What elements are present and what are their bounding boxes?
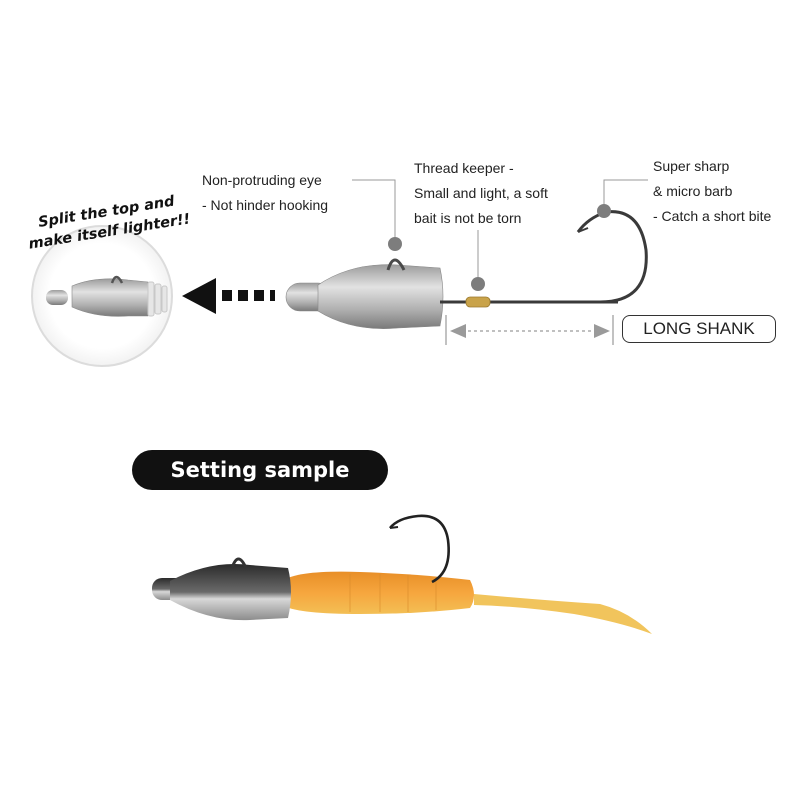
long-shank-dimension [445, 315, 614, 345]
jighead-icon [285, 210, 648, 329]
split-lead-icon [46, 275, 168, 317]
non-protruding-eye-label: Non-protruding eye - Not hinder hooking [202, 172, 329, 213]
dashed-left-arrow-icon [182, 278, 275, 314]
callout-lines [352, 179, 648, 283]
callout-dot-icon [388, 204, 611, 291]
micro-barb-label: Super sharp & micro barb - Catch a short… [653, 158, 772, 224]
setting-sample-badge: Setting sample [132, 450, 388, 490]
thread-keeper-icon [465, 296, 491, 308]
thread-keeper-label: Thread keeper - Small and light, a soft … [414, 160, 548, 226]
setting-sample-rig-icon [152, 514, 652, 634]
long-shank-badge: LONG SHANK [622, 315, 776, 343]
